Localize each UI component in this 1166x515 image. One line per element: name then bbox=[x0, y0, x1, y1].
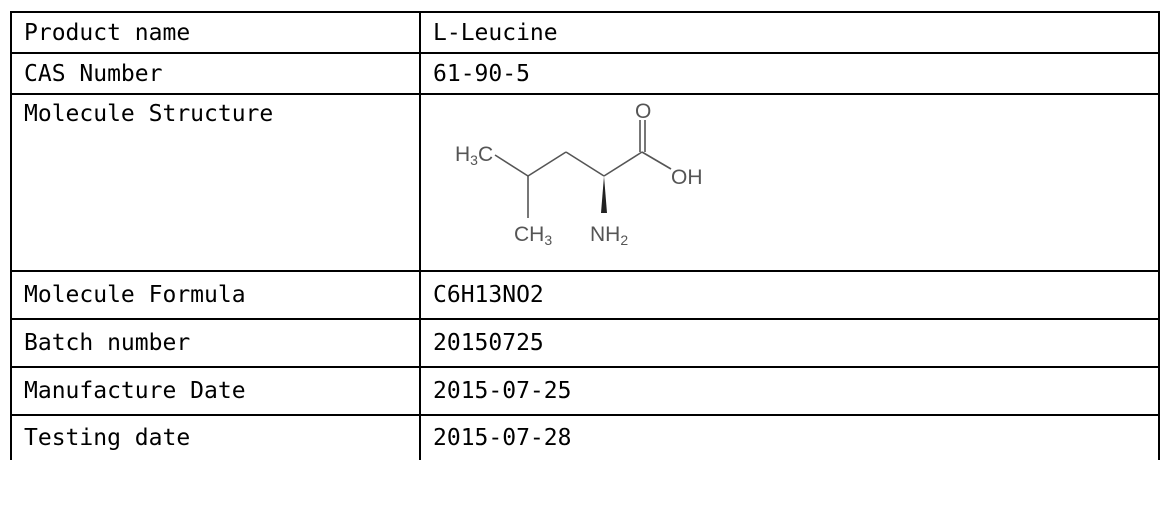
row-label: Batch number bbox=[10, 318, 421, 368]
row-value: 2015-07-28 bbox=[419, 414, 1160, 460]
row-label: Molecule Structure bbox=[10, 93, 421, 272]
table-row: Molecule Formula C6H13NO2 bbox=[10, 270, 1160, 320]
row-value: 61-90-5 bbox=[419, 52, 1160, 95]
bond bbox=[565, 150, 605, 177]
table-row: Manufacture Date 2015-07-25 bbox=[10, 366, 1160, 416]
leucine-structure-diagram: H3C CH3 NH2 O OH bbox=[455, 103, 703, 248]
row-value: 2015-07-25 bbox=[419, 366, 1160, 416]
bond bbox=[494, 153, 529, 177]
wedge-bond bbox=[601, 175, 607, 213]
row-value: C6H13NO2 bbox=[419, 270, 1160, 320]
row-label: Manufacture Date bbox=[10, 366, 421, 416]
row-value: 20150725 bbox=[419, 318, 1160, 368]
row-label: CAS Number bbox=[10, 52, 421, 95]
product-spec-table: Product name L-Leucine CAS Number 61-90-… bbox=[10, 11, 1160, 460]
oxygen-label: O bbox=[635, 103, 651, 123]
h3c-label: H3C bbox=[455, 143, 493, 168]
nh2-label: NH2 bbox=[590, 223, 628, 248]
molecule-structure-drawing: H3C CH3 NH2 O OH bbox=[433, 103, 733, 263]
bond bbox=[641, 150, 672, 170]
table-row: CAS Number 61-90-5 bbox=[10, 52, 1160, 95]
bond bbox=[527, 150, 567, 177]
table-row: Molecule Structure bbox=[10, 93, 1160, 272]
row-value: L-Leucine bbox=[419, 11, 1160, 54]
row-label: Molecule Formula bbox=[10, 270, 421, 320]
table-row: Testing date 2015-07-28 bbox=[10, 414, 1160, 460]
hydroxyl-label: OH bbox=[671, 166, 703, 189]
table-row: Batch number 20150725 bbox=[10, 318, 1160, 368]
row-label: Testing date bbox=[10, 414, 421, 460]
table-row: Product name L-Leucine bbox=[10, 11, 1160, 54]
ch3-label: CH3 bbox=[514, 223, 552, 248]
row-label: Product name bbox=[10, 11, 421, 54]
molecule-structure-cell: H3C CH3 NH2 O OH bbox=[419, 93, 1160, 272]
bond bbox=[603, 150, 643, 177]
